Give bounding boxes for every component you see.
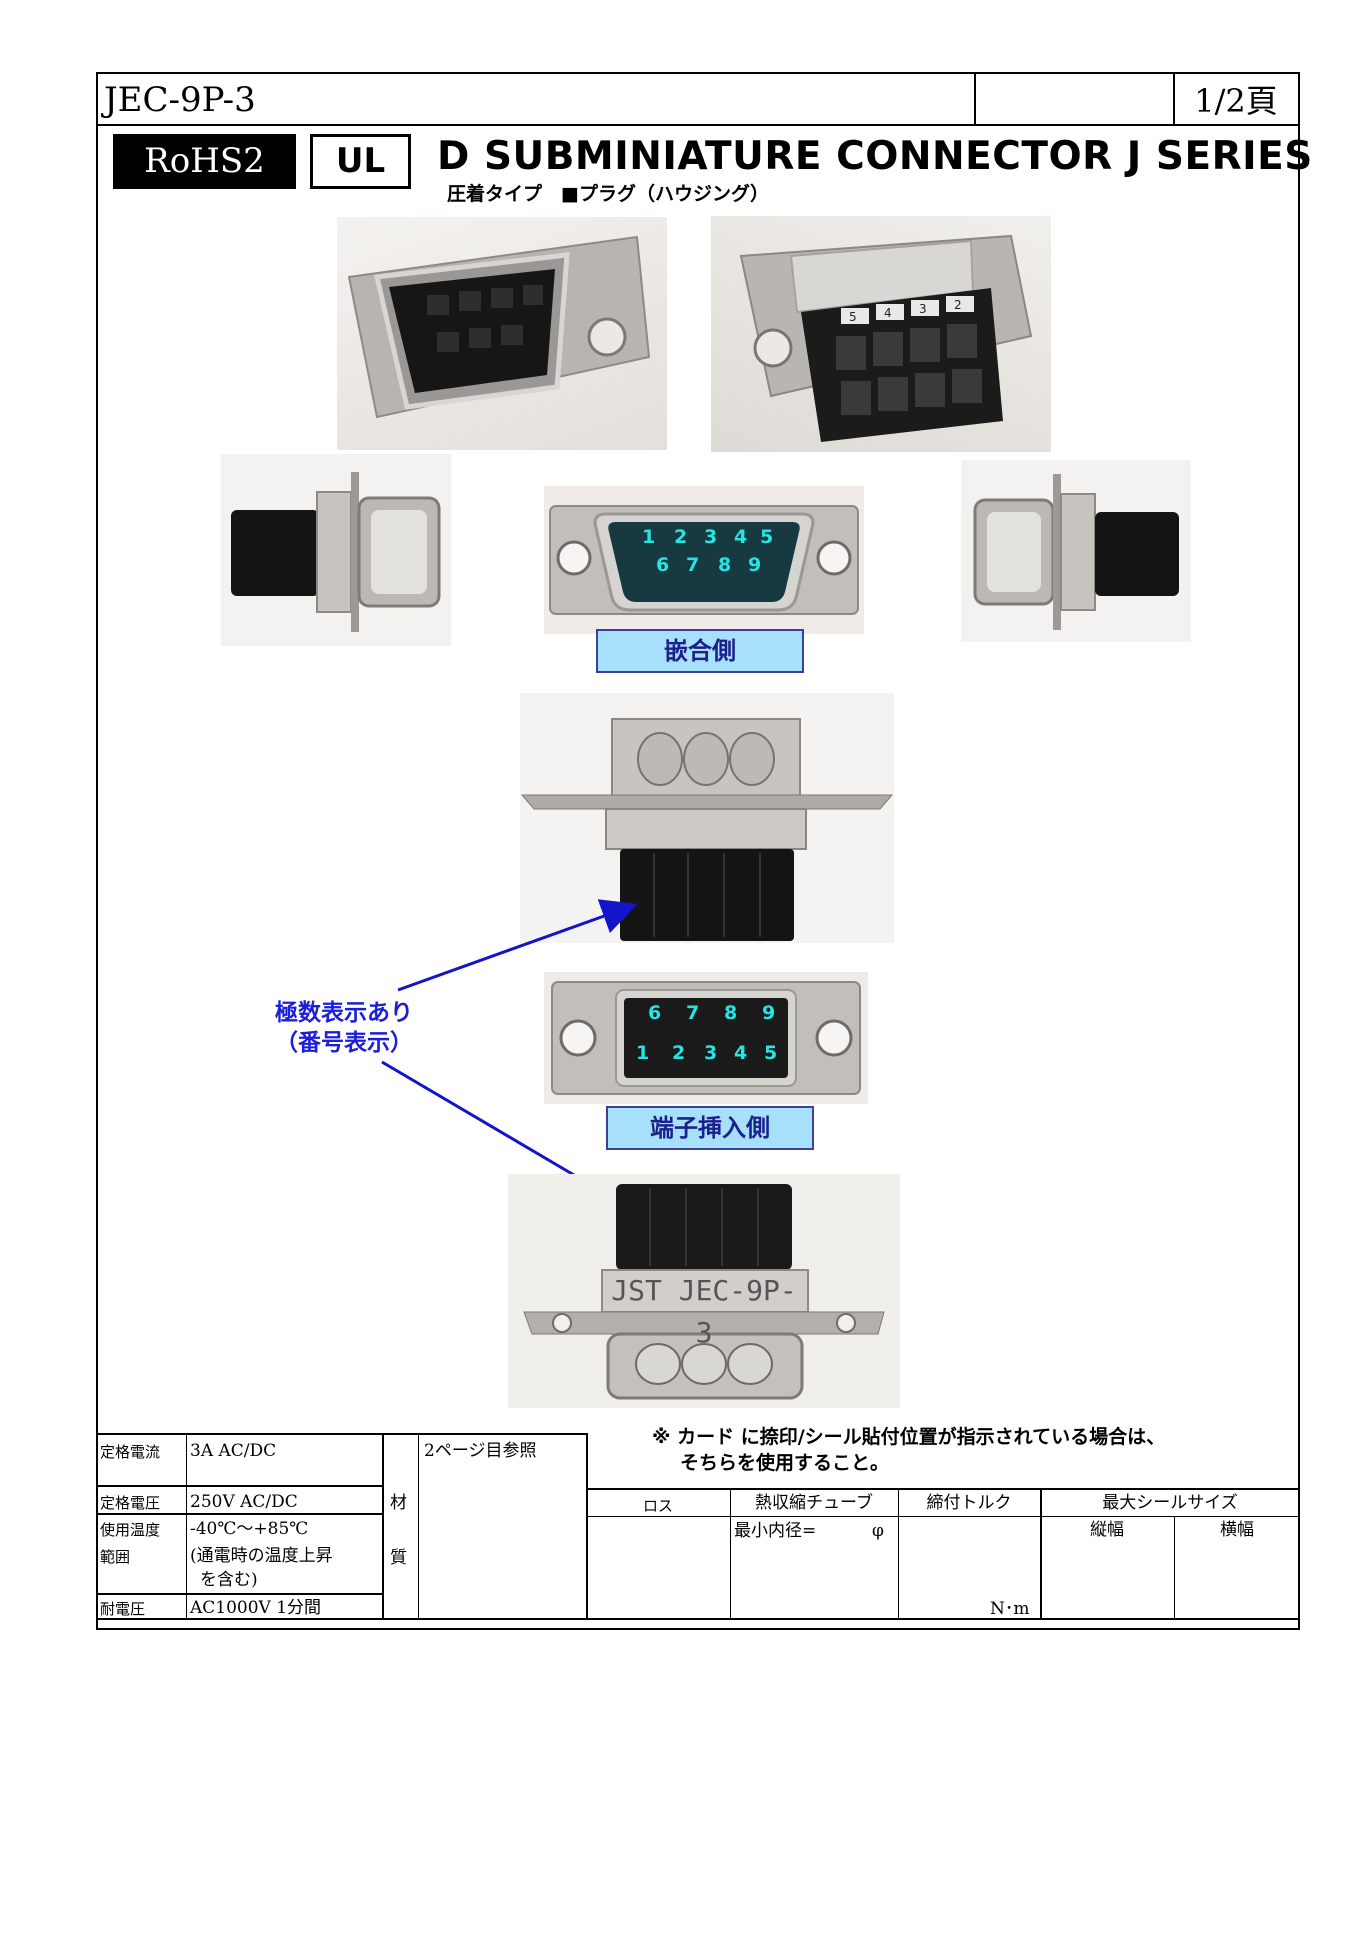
photo-side-left <box>221 454 451 646</box>
mating-pin-9: 9 <box>748 554 762 576</box>
temp-range-note-1: (通電時の温度上昇 <box>190 1546 333 1566</box>
temp-range-value: -40℃～+85℃ <box>190 1519 309 1539</box>
note-line-2: そちらを使用すること。 <box>680 1452 890 1474</box>
terminal-pin-8: 8 <box>724 1002 738 1024</box>
table2-col-divider-1 <box>730 1488 731 1620</box>
spec-col-divider-2 <box>382 1433 384 1620</box>
col-torque-header: 締付トルク <box>926 1493 1012 1513</box>
connector-marking: JST JEC-9P-3 <box>611 1274 797 1349</box>
temp-range-label-1: 使用温度 <box>100 1521 161 1539</box>
mating-pin-2: 2 <box>674 526 688 548</box>
pin-number-callout: 極数表示あり （番号表示） <box>254 998 434 1058</box>
spec-table-bottom-border <box>96 1618 1300 1620</box>
mating-pin-4: 4 <box>734 526 748 548</box>
top-mark-5: 5 <box>849 310 857 324</box>
arrow-to-top-marks <box>397 899 638 992</box>
withstand-voltage-label: 耐電圧 <box>100 1600 146 1618</box>
terminal-side-label: 端子挿入側 <box>606 1106 814 1150</box>
spec-row-divider-1 <box>96 1485 382 1487</box>
terminal-pin-3: 3 <box>704 1042 718 1064</box>
mating-pin-3: 3 <box>704 526 718 548</box>
spec-table-top-border <box>96 1433 586 1435</box>
rated-voltage-value: 250V AC/DC <box>190 1492 298 1512</box>
header-separator-2 <box>1173 72 1175 126</box>
note-line-1: ※ カード に捺印/シール貼付位置が指示されている場合は、 <box>652 1426 1166 1448</box>
callout-line-2: （番号表示） <box>275 1030 413 1056</box>
material-value: 2ページ目参照 <box>424 1441 537 1461</box>
rated-voltage-label: 定格電圧 <box>100 1494 161 1512</box>
table2-top-border <box>586 1488 1300 1490</box>
spec-col-divider-1 <box>186 1433 187 1620</box>
top-mark-4: 4 <box>884 306 892 320</box>
table2-col-divider-4 <box>1174 1516 1175 1620</box>
document-id: JEC-9P-3 <box>104 80 256 120</box>
photo-angled-rear: 5 4 3 2 <box>711 216 1051 452</box>
temp-range-note-2: を含む) <box>200 1570 258 1590</box>
photo-side-right <box>961 460 1191 642</box>
document-frame <box>96 72 1300 1630</box>
rated-current-value: 3A AC/DC <box>190 1441 277 1461</box>
photo-mating-face: 1 2 3 4 5 6 7 8 9 <box>544 486 864 634</box>
mating-pin-6: 6 <box>656 554 670 576</box>
table2-col-divider-2 <box>898 1488 899 1620</box>
page-number: 1/2頁 <box>1194 82 1278 120</box>
withstand-voltage-value: AC1000V 1分間 <box>190 1598 322 1618</box>
spec-col-divider-4 <box>586 1433 588 1620</box>
ul-badge: UL <box>310 134 411 189</box>
subtitle: 圧着タイプ ■プラグ（ハウジング） <box>447 183 769 205</box>
top-mark-2: 2 <box>954 298 962 312</box>
terminal-pin-6: 6 <box>648 1002 662 1024</box>
mating-pin-8: 8 <box>718 554 732 576</box>
torque-unit: N･m <box>990 1599 1030 1619</box>
spec-row-divider-3 <box>96 1593 382 1595</box>
photo-terminal-face: 6 7 8 9 1 2 3 4 5 <box>544 972 868 1104</box>
rated-current-label: 定格電流 <box>100 1443 161 1461</box>
material-label-2: 質 <box>390 1548 407 1568</box>
col-heat-shrink-header: 熱収縮チューブ <box>755 1493 873 1513</box>
rohs-badge: RoHS2 <box>113 134 296 189</box>
terminal-pin-9: 9 <box>762 1002 776 1024</box>
photo-top-view <box>520 693 894 943</box>
table2-col-divider-3 <box>1040 1488 1042 1620</box>
material-label-1: 材 <box>390 1493 407 1513</box>
terminal-pin-5: 5 <box>764 1042 778 1064</box>
spec-col-divider-3 <box>418 1433 419 1620</box>
callout-line-1: 極数表示あり <box>275 1000 413 1026</box>
terminal-pin-2: 2 <box>672 1042 686 1064</box>
top-mark-3: 3 <box>919 302 927 316</box>
header-separator-1 <box>974 72 976 126</box>
terminal-pin-1: 1 <box>636 1042 650 1064</box>
col-ros-header: ロス <box>642 1497 673 1515</box>
table2-header-divider <box>586 1516 1300 1517</box>
spec-row-divider-2 <box>96 1513 382 1515</box>
mating-side-label: 嵌合側 <box>596 629 804 673</box>
temp-range-label-2: 範囲 <box>100 1548 131 1566</box>
photo-angled-front <box>337 217 667 450</box>
col-seal-width: 横幅 <box>1220 1520 1254 1540</box>
terminal-pin-7: 7 <box>686 1002 700 1024</box>
photo-bottom-angled: JST JEC-9P-3 <box>508 1174 900 1408</box>
mating-pin-5: 5 <box>760 526 774 548</box>
terminal-pin-4: 4 <box>734 1042 748 1064</box>
header-divider <box>96 124 1300 126</box>
phi-symbol: φ <box>872 1521 884 1541</box>
mating-pin-7: 7 <box>686 554 700 576</box>
mating-pin-1: 1 <box>642 526 656 548</box>
col-seal-height: 縦幅 <box>1090 1520 1124 1540</box>
col-seal-size-header: 最大シールサイズ <box>1102 1493 1238 1513</box>
min-inner-diameter-label: 最小内径= <box>734 1521 817 1541</box>
series-title: D SUBMINIATURE CONNECTOR J SERIES <box>437 134 1313 179</box>
